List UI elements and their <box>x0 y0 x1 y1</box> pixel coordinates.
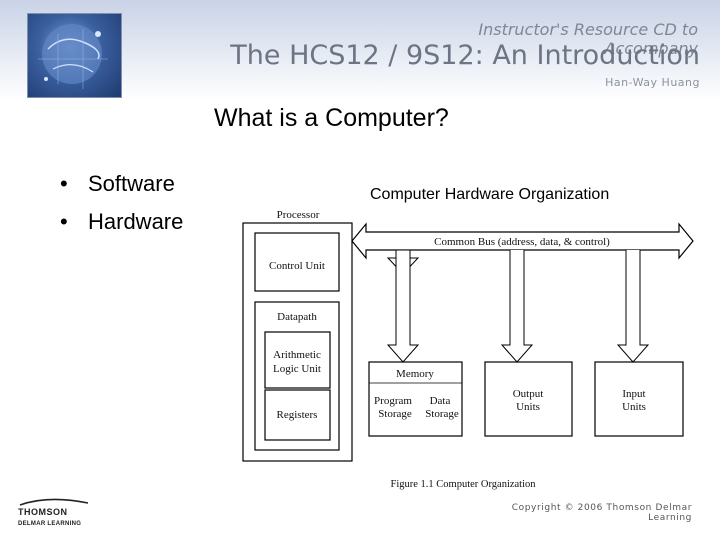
figure-heading: Computer Hardware Organization <box>370 186 610 203</box>
input-label-line2: Units <box>622 401 646 413</box>
bus-label: Common Bus (address, data, & control) <box>434 236 610 248</box>
publisher-name: THOMSON <box>18 507 68 517</box>
processor-label: Processor <box>277 209 320 221</box>
publisher-logo: THOMSON DELMAR LEARNING <box>18 497 90 527</box>
publisher-imprint: DELMAR LEARNING <box>18 521 82 527</box>
figure-caption: Figure 1.1 Computer Organization <box>390 479 536 490</box>
header-subtitle: Instructor's Resource CD to Accompany <box>478 20 698 58</box>
copyright-notice: Copyright © 2006 Thomson Delmar Learning <box>511 503 692 523</box>
bullet-software: Software <box>88 171 175 196</box>
datapath-label: Datapath <box>277 311 317 323</box>
publisher-swoosh-icon <box>19 498 89 506</box>
datapath-box <box>254 301 340 451</box>
control-unit-label: Control Unit <box>269 260 325 272</box>
input-units-box <box>594 361 684 437</box>
alu-label-line1: Arithmetic <box>273 349 321 361</box>
alu-label-line2: Logic Unit <box>273 363 321 375</box>
control-unit-box <box>254 232 340 292</box>
input-label-line1: Input <box>622 388 645 400</box>
globe-logo-icon <box>27 13 122 98</box>
bullet-item: • Software <box>60 170 183 208</box>
output-units-box <box>484 361 573 437</box>
header-author: Han-Way Huang <box>605 76 700 89</box>
data-label-line2: Storage <box>425 408 459 420</box>
program-label-line2: Storage <box>378 408 412 420</box>
bullet-symbol: • <box>60 171 68 196</box>
output-label-line1: Output <box>513 388 544 400</box>
bullet-symbol: • <box>60 209 68 234</box>
registers-box <box>264 389 331 441</box>
input-bus-arrow <box>616 250 650 363</box>
memory-box <box>368 361 463 437</box>
bullet-list: • Software • Hardware <box>60 170 183 246</box>
memory-bus-arrow <box>386 258 420 363</box>
header-title: The HCS12 / 9S12: An Introduction <box>230 40 700 71</box>
alu-box <box>264 331 331 389</box>
memory-label: Memory <box>396 368 434 380</box>
bullet-item: • Hardware <box>60 208 183 246</box>
slide-title: What is a Computer? <box>214 104 449 132</box>
program-label-line1: Program <box>374 395 412 407</box>
registers-label: Registers <box>277 409 318 421</box>
common-bus-arrow <box>351 222 694 260</box>
bullet-hardware: Hardware <box>88 209 184 234</box>
data-label-line1: Data <box>430 395 451 407</box>
output-bus-arrow <box>500 250 534 363</box>
output-label-line2: Units <box>516 401 540 413</box>
processor-box <box>242 222 353 462</box>
